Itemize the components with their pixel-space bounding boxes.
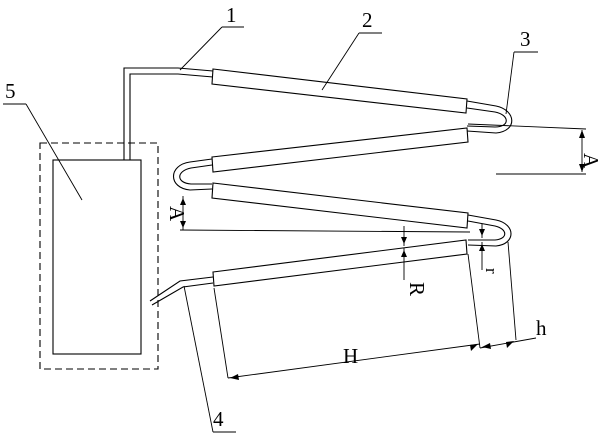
dimension-a-lower <box>179 196 471 233</box>
inlet-pipe <box>123 67 214 160</box>
dimension-r-small <box>479 224 485 270</box>
component-box <box>52 159 142 355</box>
tube-2 <box>211 127 469 173</box>
part-label-3: 3 <box>520 27 531 51</box>
dimension-h-large <box>213 253 481 380</box>
dim-a-lower-label: A <box>165 206 189 222</box>
dimension-r-large <box>401 226 407 280</box>
part-label-1: 1 <box>226 3 237 27</box>
dim-r-small-label: r <box>482 268 501 274</box>
dim-h-large-label: H <box>343 344 358 368</box>
dim-h-small-label: h <box>536 316 547 340</box>
part-label-2: 2 <box>362 8 373 32</box>
part-label-4: 4 <box>213 407 224 431</box>
leader-1 <box>179 26 223 71</box>
leader-4 <box>183 285 214 433</box>
dimension-a-upper <box>467 123 587 175</box>
leader-3 <box>505 51 515 115</box>
leader-2 <box>321 32 360 91</box>
dim-r-large-label: R <box>405 282 429 296</box>
bend-left <box>173 158 213 191</box>
part-label-5: 5 <box>5 79 16 103</box>
dimension-h-small <box>479 241 537 349</box>
bend-right-lower <box>467 214 512 247</box>
leader-5 <box>25 103 83 201</box>
dim-a-upper-label: A <box>579 153 600 169</box>
bend-right-upper <box>466 100 513 134</box>
tube-1 <box>211 68 468 114</box>
tube-3 <box>211 182 469 229</box>
housing-dashed-outline <box>39 142 159 370</box>
outlet-pipe <box>149 276 214 306</box>
tube-4 <box>212 239 468 287</box>
